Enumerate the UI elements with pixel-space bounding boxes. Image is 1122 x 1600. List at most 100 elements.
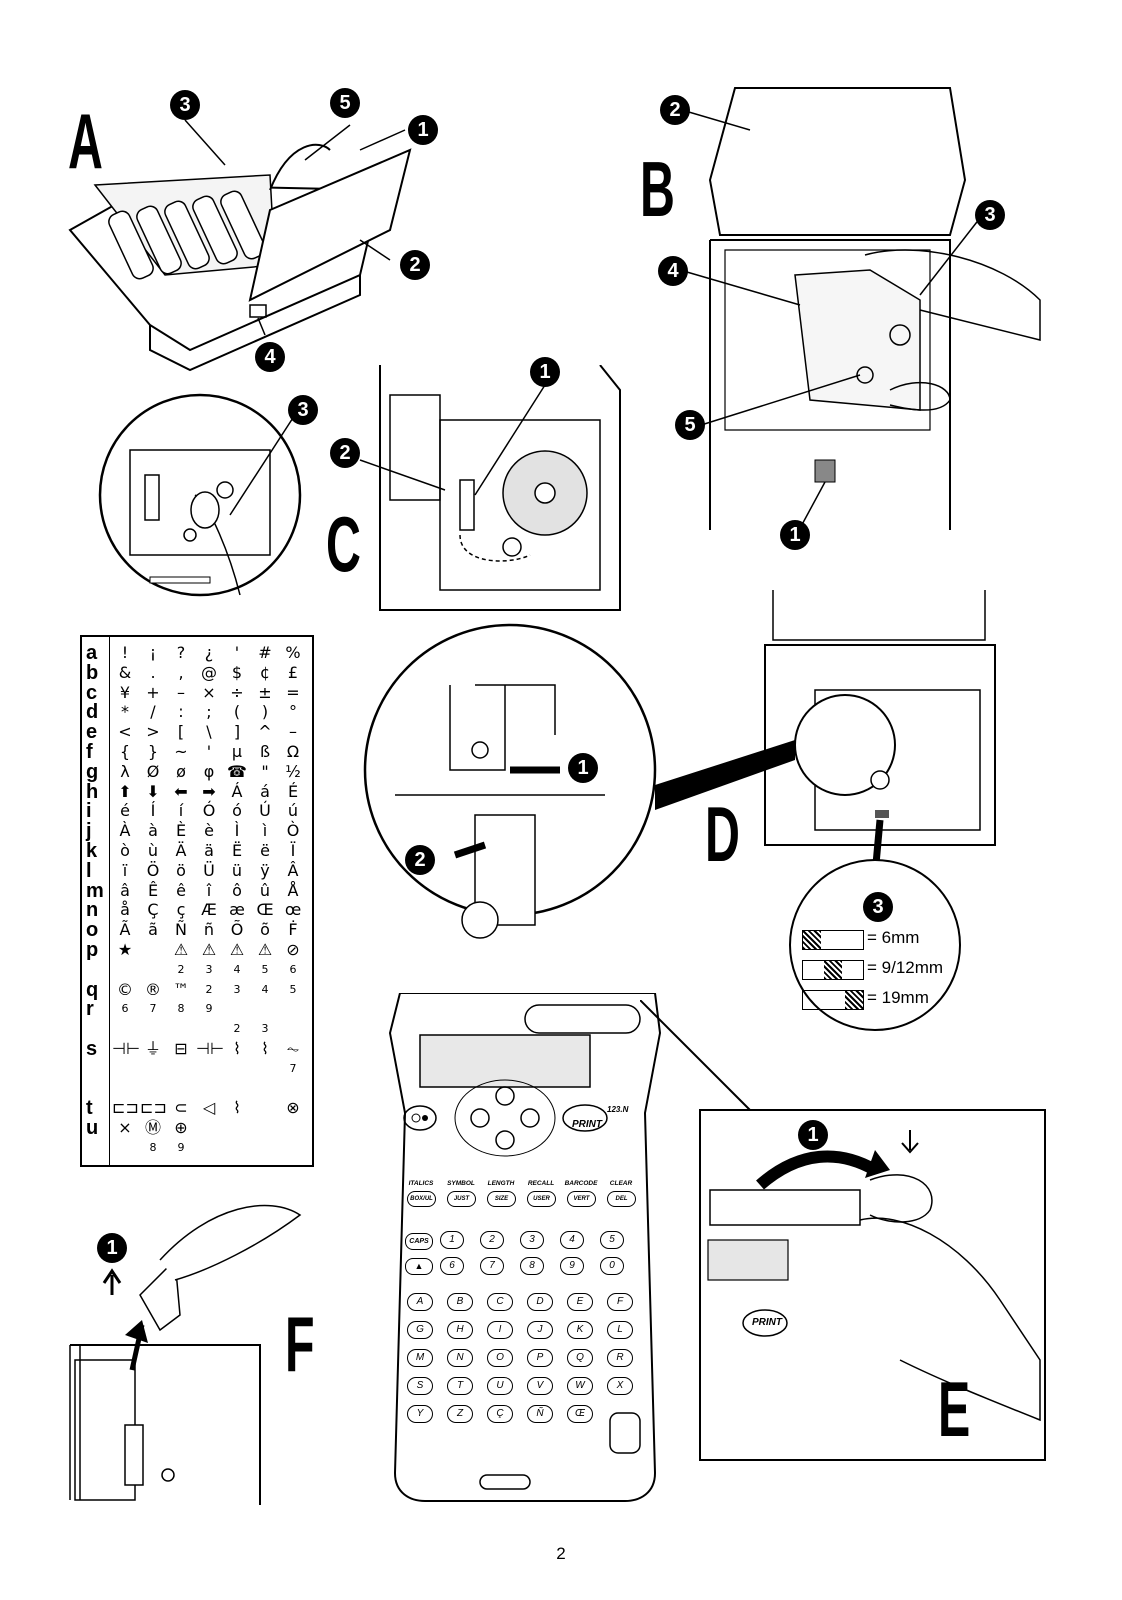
char-cell: œ (284, 900, 302, 920)
letter-key[interactable]: A (407, 1293, 433, 1311)
char-cell: Ⓜ (144, 1118, 161, 1138)
callout-b-3: 3 (975, 200, 1005, 230)
letter-key[interactable]: Œ (567, 1405, 593, 1423)
letter-key[interactable]: D (527, 1293, 553, 1311)
char-cell: õ (260, 920, 270, 940)
char-cell: Õ (230, 920, 244, 940)
char-cell: ~ (174, 742, 188, 761)
char-cell: [ (177, 722, 185, 742)
function-key[interactable]: USER (527, 1191, 556, 1207)
callout-d-1: 1 (568, 753, 598, 783)
char-cell: λ (120, 761, 130, 781)
letter-key[interactable]: P (527, 1349, 553, 1367)
number-key[interactable]: 4 (560, 1231, 584, 1249)
letter-key[interactable]: Ñ (527, 1405, 553, 1423)
char-cell: Ú (259, 801, 271, 821)
letter-key[interactable]: M (407, 1349, 433, 1367)
figure-e: 1 PRINT E (639, 999, 1050, 1470)
number-key[interactable]: 1 (440, 1231, 464, 1249)
char-cell: Å (287, 880, 299, 900)
letter-key[interactable]: E (567, 1293, 593, 1311)
print-key-zoom[interactable]: PRINT (752, 1317, 782, 1328)
shift-key[interactable]: ▲ (405, 1258, 433, 1275)
char-cell: Ç (147, 900, 159, 920)
letter-key[interactable]: K (567, 1321, 593, 1339)
char-cell: – (289, 722, 297, 742)
tape-6mm-indicator (802, 930, 864, 950)
number-key[interactable]: 0 (600, 1257, 624, 1275)
number-key[interactable]: 6 (440, 1257, 464, 1275)
function-key[interactable]: SIZE (487, 1191, 516, 1207)
letter-key[interactable]: F (607, 1293, 633, 1311)
print-key[interactable]: PRINT (572, 1119, 602, 1130)
char-cell: # (258, 643, 272, 662)
figure-d: 1 2 D 3 = 6mm = 9/12mm = 19mm (355, 590, 1015, 1060)
letter-key[interactable]: H (447, 1321, 473, 1339)
char-cell: + (146, 682, 160, 702)
function-key[interactable]: BOX/UL (407, 1191, 436, 1207)
function-key[interactable]: VERT (567, 1191, 596, 1207)
callout-b-1: 1 (780, 520, 810, 550)
letter-key[interactable]: U (487, 1377, 513, 1395)
char-cell: 8 (177, 1002, 185, 1016)
char-cell: 2 (205, 982, 213, 996)
letter-key[interactable]: Ç (487, 1405, 513, 1423)
char-cell: ÿ (260, 860, 270, 880)
letter-key[interactable]: Q (567, 1349, 593, 1367)
letter-key[interactable]: Y (407, 1405, 433, 1423)
char-cell: æ (229, 900, 245, 920)
letter-key[interactable]: N (447, 1349, 473, 1367)
char-cell: ⊣⊢ (112, 1039, 140, 1058)
letter-key[interactable]: Z (447, 1405, 473, 1423)
letter-key[interactable]: X (607, 1377, 633, 1395)
char-cell: À (119, 821, 131, 841)
letter-key[interactable]: T (447, 1377, 473, 1395)
letter-key[interactable]: O (487, 1349, 513, 1367)
number-key[interactable]: 8 (520, 1257, 544, 1275)
number-key[interactable]: 3 (520, 1231, 544, 1249)
char-cell: ß (259, 742, 271, 761)
char-cell: å (120, 900, 130, 920)
char-cell: Í (150, 801, 156, 821)
letter-key[interactable]: W (567, 1377, 593, 1395)
letter-key[interactable]: R (607, 1349, 633, 1367)
char-cell: ⚠ (173, 940, 189, 959)
letter-key[interactable]: L (607, 1321, 633, 1339)
function-key[interactable]: JUST (447, 1191, 476, 1207)
letter-key[interactable]: G (407, 1321, 433, 1339)
char-cell: è (204, 821, 214, 841)
char-cell: " (261, 761, 269, 781)
char-cell: ó (232, 801, 242, 821)
row-label: m (86, 879, 104, 902)
number-key[interactable]: 2 (480, 1231, 504, 1249)
letter-key[interactable]: S (407, 1377, 433, 1395)
char-cell: Ω (286, 742, 300, 761)
letter-key[interactable]: C (487, 1293, 513, 1311)
letter-key[interactable]: J (527, 1321, 553, 1339)
cassette-insert-drawing (679, 87, 1041, 533)
char-cell: 8 (149, 1141, 157, 1154)
char-cell: Ò (286, 821, 300, 841)
char-cell: ½ (285, 761, 301, 781)
function-key[interactable]: DEL (607, 1191, 636, 1207)
tape-9-12mm-label: = 9/12mm (867, 958, 944, 977)
number-key[interactable]: 9 (560, 1257, 584, 1275)
row-label: p (86, 939, 99, 961)
letter-key[interactable]: V (527, 1377, 553, 1395)
letter-key[interactable]: I (487, 1321, 513, 1339)
tape-6mm-label: = 6mm (867, 928, 920, 947)
number-key[interactable]: 5 (600, 1231, 624, 1249)
caps-key[interactable]: CAPS (405, 1233, 433, 1250)
char-cell: ⏚ (144, 1039, 161, 1058)
callout-b-4: 4 (658, 256, 688, 286)
letter-key[interactable]: B (447, 1293, 473, 1311)
callout-b-2: 2 (660, 95, 690, 125)
number-key[interactable]: 7 (480, 1257, 504, 1275)
